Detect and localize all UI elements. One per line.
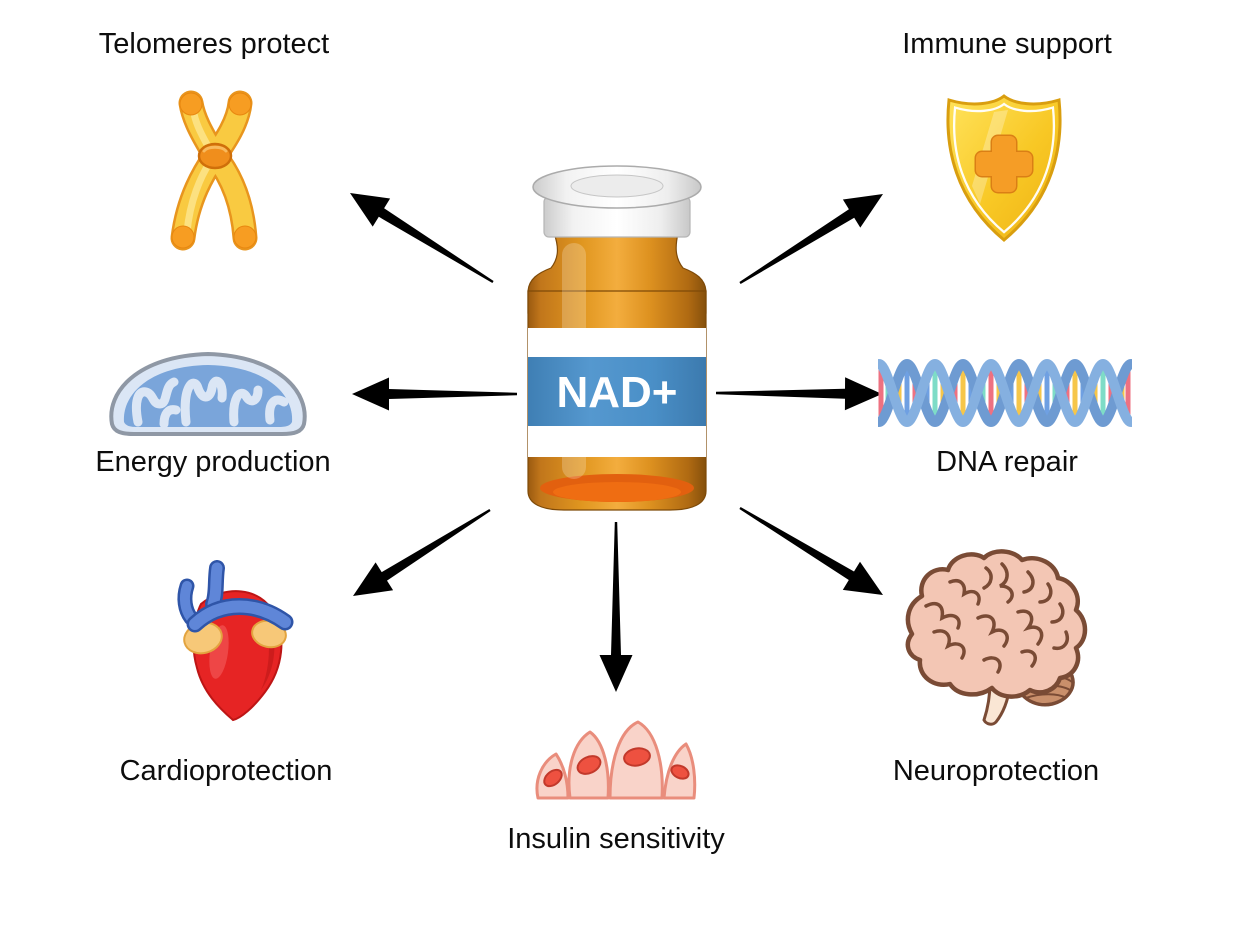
vial-label-text: NAD+ (556, 368, 677, 417)
benefit-label-neuro: Neuroprotection (892, 755, 1100, 787)
chromosome-icon (170, 90, 258, 251)
arrow-down (599, 522, 633, 692)
arrow-right (716, 377, 882, 411)
benefit-label-cardio: Cardioprotection (119, 755, 333, 787)
mitochondrion-icon (109, 351, 307, 436)
benefit-label-immune: Immune support (902, 28, 1112, 60)
arrow-left (352, 377, 517, 411)
brain-icon (905, 549, 1088, 726)
arrow-lower-left (353, 509, 491, 596)
beta-cells-icon (535, 720, 697, 800)
dna-helix-icon (878, 358, 1132, 428)
heart-icon (177, 560, 294, 722)
shield-cross-icon (946, 94, 1062, 242)
benefit-label-telomeres: Telomeres protect (98, 28, 330, 60)
arrow-upper-right (739, 194, 883, 284)
arrow-upper-left (350, 193, 494, 283)
nad-vial: NAD+ (527, 165, 707, 511)
benefit-label-dna: DNA repair (936, 446, 1078, 478)
arrow-lower-right (739, 507, 883, 595)
benefit-label-insulin: Insulin sensitivity (507, 823, 725, 855)
benefit-label-energy: Energy production (95, 446, 331, 478)
